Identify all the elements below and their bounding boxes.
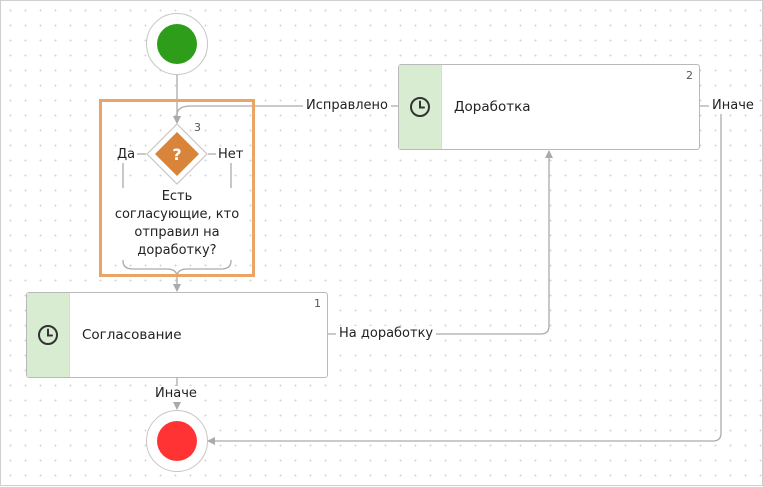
start-event[interactable]: [146, 13, 208, 75]
connector-gateway-yes[interactable]: [122, 153, 181, 292]
connector-rework-to-end[interactable]: [207, 105, 722, 445]
edge-label-fixed: Исправлено: [303, 98, 392, 114]
gateway-question: Есть согласующие, кто отправил на дорабо…: [114, 188, 240, 260]
edge-label-to-rework: На доработку: [336, 326, 437, 342]
clock-icon: [410, 97, 430, 117]
gateway-diamond[interactable]: ?: [146, 123, 208, 185]
gateway-question-icon: [155, 132, 199, 176]
task-approval-number: 1: [314, 297, 321, 310]
task-rework-number: 2: [686, 69, 693, 82]
end-event-dot: [157, 421, 197, 461]
connector-rework-to-gateway[interactable]: [173, 105, 398, 124]
task-approval-title: Согласование: [82, 327, 182, 343]
connector-approval-to-rework[interactable]: [328, 150, 553, 335]
task-rework-stripe: [399, 65, 442, 149]
gateway-yes-label: Да: [115, 147, 138, 163]
task-approval-stripe: [27, 293, 70, 377]
gateway-selection-frame[interactable]: [99, 99, 255, 277]
edge-label-else-right: Иначе: [709, 98, 757, 114]
task-rework-title: Доработка: [454, 99, 531, 115]
gateway-no-label: Нет: [216, 147, 246, 163]
task-approval[interactable]: Согласование 1: [26, 292, 328, 378]
end-event[interactable]: [146, 410, 208, 472]
start-event-dot: [157, 24, 197, 64]
connector-gateway-no[interactable]: [176, 153, 232, 278]
svg-text:?: ?: [172, 145, 181, 164]
edge-label-else-bottom: Иначе: [152, 386, 200, 402]
gateway-number: 3: [194, 121, 201, 134]
clock-icon: [38, 325, 58, 345]
task-rework[interactable]: Доработка 2: [398, 64, 700, 150]
